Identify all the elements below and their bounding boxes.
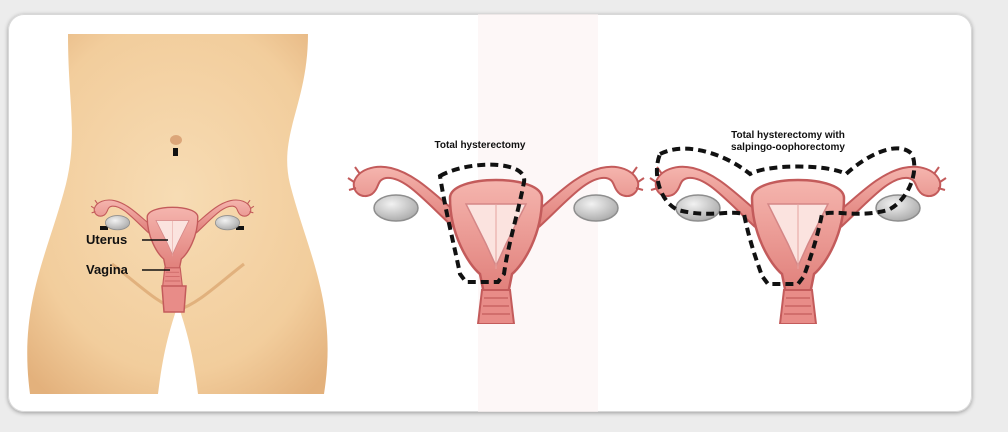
- panel1-title: Total hysterectomy: [435, 140, 526, 151]
- uterus-label: Uterus: [86, 232, 127, 247]
- incision-mark-navel: [173, 148, 178, 156]
- torso-illustration: Uterus Vagina: [27, 34, 327, 394]
- panel-salpingo-oophorectomy: Total hysterectomy with salpingo-oophore…: [650, 130, 946, 324]
- figure-card: Uterus Vagina Total hysterectomy Total h…: [8, 14, 972, 412]
- vagina-label: Vagina: [86, 262, 129, 277]
- vagina-organ: [162, 286, 186, 312]
- panel2-title-line1: Total hysterectomy with: [731, 130, 845, 141]
- hysterectomy-diagram: Uterus Vagina Total hysterectomy Total h…: [8, 14, 972, 412]
- navel: [170, 135, 182, 145]
- panel2-title-line2: salpingo-oophorectomy: [731, 142, 845, 153]
